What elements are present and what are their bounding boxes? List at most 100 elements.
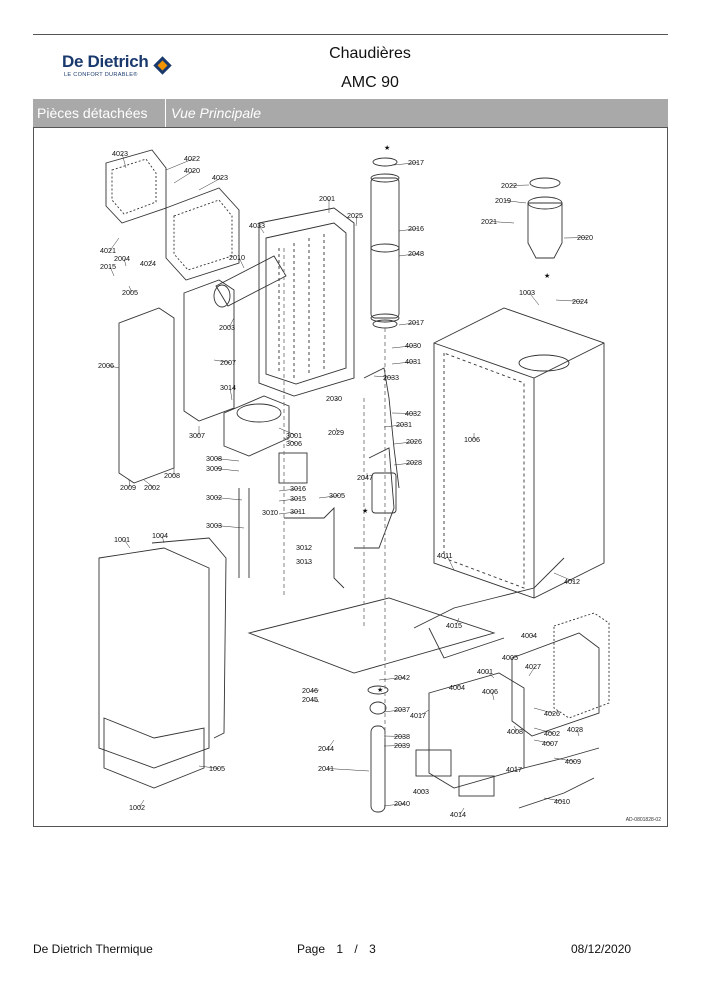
part-number-label: 2010 [229, 253, 245, 262]
callout-leader [398, 322, 419, 326]
callout-leader [378, 677, 405, 681]
callout-leader [215, 468, 240, 472]
callout-leader [215, 525, 245, 529]
part-number-label: 4023 [112, 149, 128, 158]
part-number-label: 4026 [544, 709, 560, 718]
part-number-label: 3015 [290, 494, 306, 503]
callout-leader [123, 258, 127, 267]
view-label: Vue Principale [171, 105, 262, 121]
part-number-label: 3006 [286, 439, 302, 448]
part-number-label: 3013 [296, 557, 312, 566]
air-box-shape [165, 187, 240, 281]
callout-leader [504, 200, 527, 204]
callout-leader [335, 427, 339, 433]
part-number-label: 2004 [114, 254, 130, 263]
part-number-label: 4011 [437, 551, 452, 560]
header-rule [33, 34, 668, 35]
callout-leader [128, 479, 131, 488]
burner-tube-shape [215, 255, 287, 307]
page-sep: / [354, 942, 358, 956]
callout-leader [393, 162, 419, 166]
callout-leader [311, 689, 320, 691]
part-number-label: 2045 [302, 695, 318, 704]
callout-leader [383, 745, 405, 747]
part-number-label: 4006 [482, 687, 498, 696]
callout-leader [533, 727, 555, 734]
callout-leader [510, 184, 530, 186]
part-number-label: 2033 [383, 373, 399, 382]
part-number-label: 2008 [164, 471, 180, 480]
callout-leader [121, 153, 127, 169]
callout-leader [486, 671, 495, 679]
part-number-label: 2015 [100, 262, 116, 271]
part-number-label: 2029 [328, 428, 344, 437]
part-number-label: 3001 [286, 431, 302, 440]
callout-leader [149, 259, 153, 264]
gas-valve-shape [278, 452, 308, 484]
gasket-panel-shape [118, 307, 175, 484]
callout-leader [278, 427, 297, 436]
part-number-label: 2006 [98, 361, 114, 370]
callout-leader [422, 789, 425, 792]
footer-pagination: Page 1 / 3 [297, 942, 384, 956]
part-number-label: 4023 [212, 173, 228, 182]
part-number-label: 3012 [296, 543, 312, 552]
part-number-label: 3016 [290, 484, 306, 493]
star-marker: ★ [362, 506, 368, 515]
callout-leader [305, 547, 310, 551]
part-number-label: 2009 [120, 483, 136, 492]
front-panel-shape [98, 547, 210, 769]
callout-leader [305, 561, 310, 565]
callout-leader [107, 365, 120, 369]
part-number-label: 4001 [477, 667, 493, 676]
brand-logo: De Dietrich LE CONFORT DURABLE® [62, 52, 182, 84]
part-number-label: 4004 [521, 631, 537, 640]
part-number-label: 3014 [220, 383, 236, 392]
callout-leader [553, 572, 575, 582]
part-number-label: 2024 [572, 297, 588, 306]
part-number-label: 4010 [554, 797, 570, 806]
callout-leader [278, 511, 301, 515]
callout-leader [229, 387, 233, 401]
part-number-label: 4028 [567, 725, 583, 734]
part-number-label: 4004 [449, 683, 465, 692]
callout-leader [173, 170, 195, 184]
star-marker: ★ [377, 685, 383, 694]
air-box-lid-shape [105, 149, 167, 224]
callout-leader [533, 739, 553, 744]
part-number-label: 2037 [394, 705, 410, 714]
callout-leader [383, 424, 407, 428]
flue-column-shape [370, 177, 400, 319]
callout-leader [553, 757, 576, 762]
callout-leader [576, 729, 580, 737]
part-number-label: 1003 [519, 288, 535, 297]
callout-leader [555, 299, 583, 302]
part-number-label: 2028 [406, 458, 422, 467]
part-number-label: 3005 [329, 491, 345, 500]
callout-leader [238, 257, 245, 269]
part-number-label: 3003 [206, 521, 222, 530]
part-number-label: 2016 [408, 224, 424, 233]
part-number-label: 2017 [408, 318, 424, 327]
page-total: 3 [369, 942, 376, 956]
part-number-label: 4008 [507, 727, 523, 736]
part-number-label: 4007 [542, 739, 558, 748]
callout-leader [459, 807, 465, 815]
footer-company: De Dietrich Thermique [33, 942, 153, 956]
part-number-label: 4033 [249, 221, 265, 230]
part-number-label: 4002 [544, 729, 560, 738]
callout-leader [318, 495, 340, 499]
part-number-label: 1004 [152, 531, 168, 540]
siphon-shape [371, 472, 397, 514]
part-number-label: 2031 [396, 420, 412, 429]
part-number-label: 3011 [290, 507, 305, 516]
callout-leader [198, 177, 223, 191]
callout-leader [511, 657, 515, 659]
footer-date: 08/12/2020 [571, 942, 632, 956]
part-number-label: 2047 [357, 473, 373, 482]
part-number-label: 1001 [114, 535, 130, 544]
part-number-label: 3007 [189, 431, 205, 440]
callout-leader [563, 237, 588, 239]
